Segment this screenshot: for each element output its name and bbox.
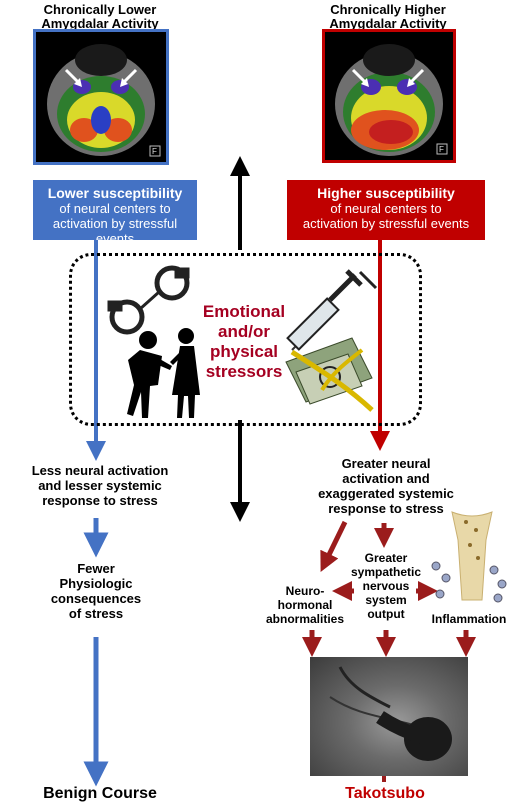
handcuffs-icon xyxy=(107,265,190,335)
left-scan-marker: F xyxy=(152,147,157,156)
fewer-line2: Physiologic xyxy=(59,576,133,591)
less-activation-line2: and lesser systemic xyxy=(38,478,162,493)
right-title-line1: Chronically Higher xyxy=(330,2,446,17)
sympathetic-line1: Greater xyxy=(364,551,408,565)
greater-activation-line3: exaggerated systemic xyxy=(318,486,454,501)
inflammation-text: Inflammation xyxy=(424,612,514,626)
sympathetic-line4: system xyxy=(365,593,407,607)
takotsubo-angiogram-image xyxy=(310,657,468,776)
angiogram-drawing xyxy=(329,666,452,761)
lower-susceptibility-line2: of neural centers to xyxy=(59,201,171,216)
lower-susceptibility-line3: activation by stressful events xyxy=(52,216,178,246)
stressors-frame xyxy=(69,253,422,426)
right-scan-drawing: F xyxy=(335,44,448,156)
sympathetic-line5: output xyxy=(367,607,405,621)
arguing-couple-icon xyxy=(127,328,200,418)
right-column-title: Chronically Higher Amygdalar Activity xyxy=(308,3,468,31)
stressors-line2: and/or xyxy=(218,322,270,341)
higher-susceptibility-box: Higher susceptibility of neural centers … xyxy=(287,180,485,240)
sympathetic-output-text: Greater sympathetic nervous system outpu… xyxy=(350,551,422,621)
stressors-line4: stressors xyxy=(205,362,283,381)
neurohormonal-line3: abnormalities xyxy=(265,612,345,626)
left-scan-drawing: F xyxy=(47,44,161,157)
less-activation-line1: Less neural activation xyxy=(31,463,169,478)
left-brain-scan-image: F xyxy=(33,29,169,165)
lower-susceptibility-heading: Lower susceptibility xyxy=(47,185,183,201)
greater-activation-line4: response to stress xyxy=(328,501,444,516)
left-column-title: Chronically Lower Amygdalar Activity xyxy=(20,3,180,31)
inflammation-line: Inflammation xyxy=(431,612,507,626)
fewer-line4: of stress xyxy=(68,606,124,621)
takotsubo-label: Takotsubo xyxy=(345,785,425,802)
higher-susceptibility-line3: activation by stressful events xyxy=(302,216,470,231)
stressors-label: Emotional and/or physical stressors xyxy=(196,302,292,382)
left-title-line2: Amygdalar Activity xyxy=(41,16,159,31)
fewer-line1: Fewer xyxy=(77,561,115,576)
greater-activation-line1: Greater neural xyxy=(341,456,431,471)
syringe-icon xyxy=(286,269,378,351)
money-bills-icon xyxy=(285,337,374,412)
right-title-line2: Amygdalar Activity xyxy=(329,16,447,31)
bone-marrow-icon xyxy=(431,511,507,603)
less-neural-activation-text: Less neural activation and lesser system… xyxy=(20,463,180,508)
neurohormonal-text: Neuro- hormonal abnormalities xyxy=(262,584,348,626)
stressors-line1: Emotional xyxy=(202,302,286,321)
less-activation-line3: response to stress xyxy=(42,493,158,508)
higher-susceptibility-heading: Higher susceptibility xyxy=(317,185,455,201)
red-arrow-to-neurohormonal xyxy=(320,520,348,572)
neurohormonal-line1: Neuro- xyxy=(285,584,325,598)
sympathetic-line2: sympathetic xyxy=(350,565,422,579)
fewer-consequences-text: Fewer Physiologic consequences of stress xyxy=(50,561,142,621)
left-title-line1: Chronically Lower xyxy=(43,2,157,17)
right-brain-scan-image: F xyxy=(322,29,456,163)
higher-susceptibility-line2: of neural centers to xyxy=(330,201,442,216)
benign-course-label: Benign Course xyxy=(43,785,157,802)
sympathetic-line3: nervous xyxy=(362,579,410,593)
lower-susceptibility-box: Lower susceptibility of neural centers t… xyxy=(33,180,197,246)
stressors-line3: physical xyxy=(209,342,279,361)
greater-neural-activation-text: Greater neural activation and exaggerate… xyxy=(300,456,472,516)
right-scan-marker: F xyxy=(439,145,444,154)
greater-activation-line2: activation and xyxy=(342,471,430,486)
neurohormonal-line2: hormonal xyxy=(277,598,333,612)
fewer-line3: consequences xyxy=(50,591,142,606)
